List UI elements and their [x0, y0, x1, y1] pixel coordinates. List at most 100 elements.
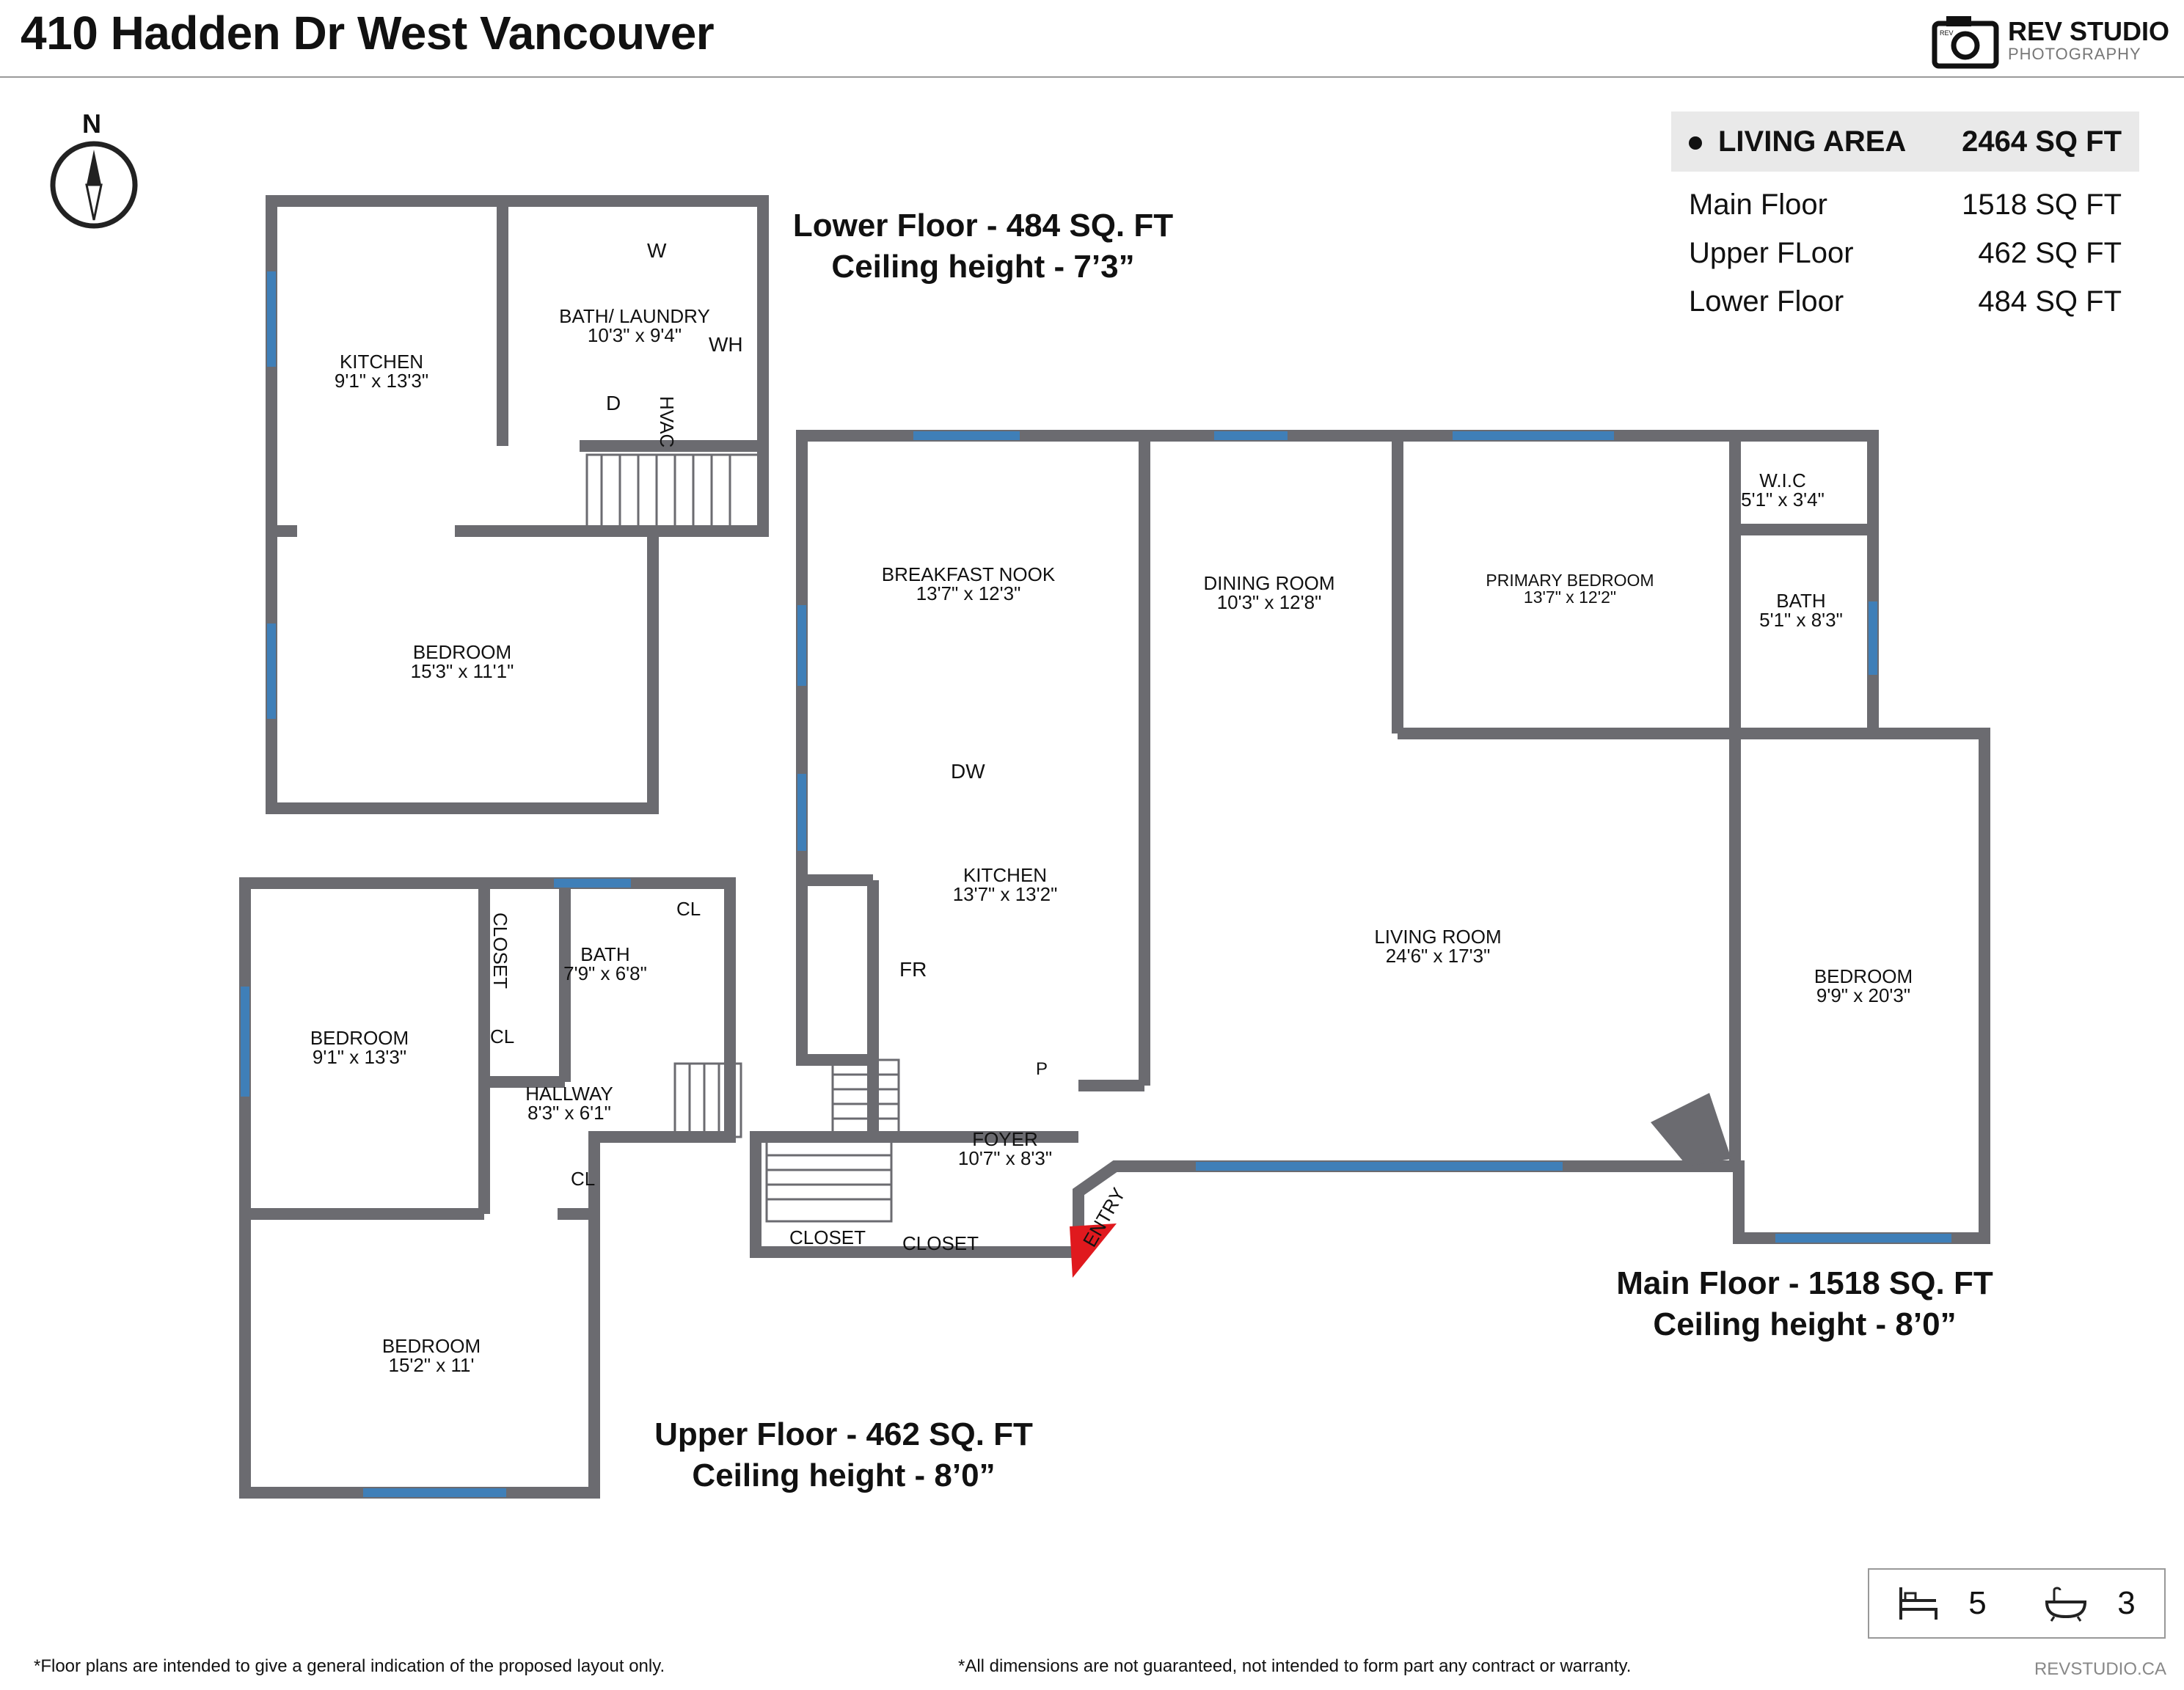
room-name: PRIMARY BEDROOM: [1486, 571, 1654, 590]
bathtub-icon: [2045, 1587, 2087, 1622]
bullet-icon: [1689, 136, 1702, 150]
room-name: BEDROOM: [381, 1335, 481, 1357]
header-divider: [0, 76, 2184, 78]
dryer-label: D: [606, 392, 621, 414]
room-name: DINING ROOM: [1203, 572, 1335, 594]
living-area-table: LIVING AREA 2464 SQ FT Main Floor 1518 SQ…: [1671, 111, 2139, 326]
upper-floor-ceiling: Ceiling height - 8’0”: [692, 1457, 996, 1493]
room-dim: 8'3" x 6'1": [527, 1102, 611, 1124]
brand-logo: REV REV STUDIO PHOTOGRAPHY: [1932, 12, 2169, 70]
closet-cl-label: CL: [490, 1025, 515, 1047]
bathroom-count: 3: [2044, 1584, 2136, 1623]
room-dim: 5'1" x 8'3": [1759, 609, 1843, 631]
bed-bath-summary: 5 3: [1868, 1568, 2166, 1639]
room-dim: 15'2" x 11': [388, 1354, 475, 1376]
page-title: 410 Hadden Dr West Vancouver: [21, 7, 715, 59]
room-name: FOYER: [972, 1128, 1038, 1150]
room-name: BEDROOM: [1814, 965, 1913, 987]
area-row-name: Upper FLoor: [1689, 236, 1854, 269]
room-dim: 13'7" x 12'2": [1523, 588, 1617, 607]
upper-closet-label: CLOSET: [489, 912, 511, 990]
upper-floor-area: Upper Floor - 462 SQ. FT: [654, 1416, 1033, 1452]
area-row: Upper FLoor 462 SQ FT: [1671, 229, 2139, 277]
disclaimer-left: *Floor plans are intended to give a gene…: [34, 1656, 665, 1676]
room-dim: 9'1" x 13'3": [312, 1046, 407, 1068]
brand-subtitle: PHOTOGRAPHY: [2007, 45, 2141, 63]
closet-cl-label: CL: [676, 898, 701, 920]
room-name: BREAKFAST NOOK: [881, 563, 1056, 585]
lower-floor-outline: [266, 195, 769, 814]
room-dim: 24'6" x 17'3": [1385, 945, 1491, 967]
room-name: KITCHEN: [963, 864, 1048, 886]
pantry-label: P: [1036, 1059, 1048, 1079]
room-dim: 13'7" x 13'2": [952, 883, 1058, 905]
living-area-label: LIVING AREA: [1718, 125, 1907, 158]
room-dim: 7'9" x 6'8": [563, 962, 647, 984]
area-row: Main Floor 1518 SQ FT: [1671, 180, 2139, 229]
room-name: HALLWAY: [525, 1083, 613, 1105]
room-dim: 10'7" x 8'3": [957, 1147, 1053, 1169]
fridge-label: FR: [899, 958, 927, 981]
room-name: BEDROOM: [310, 1027, 409, 1049]
area-row-value: 1518 SQ FT: [1962, 188, 2122, 221]
lower-floor-ceiling: Ceiling height - 7’3”: [831, 249, 1135, 285]
water-heater-label: WH: [709, 333, 743, 356]
room-dim: 10'3" x 12'8": [1216, 591, 1322, 613]
area-row-value: 462 SQ FT: [1978, 236, 2122, 269]
closet-cl-label: CL: [571, 1168, 596, 1190]
main-floor-area: Main Floor - 1518 SQ. FT: [1616, 1265, 1993, 1301]
room-name: LIVING ROOM: [1374, 926, 1502, 948]
room-name: W.I.C: [1759, 469, 1806, 491]
closet-label-2: CLOSET: [902, 1232, 979, 1254]
bedroom-count: 5: [1898, 1584, 1987, 1623]
room-name: BATH: [580, 943, 630, 965]
camera-icon: REV: [1932, 16, 1999, 69]
room-dim: 15'3" x 11'1": [410, 660, 514, 682]
room-name: BEDROOM: [412, 641, 512, 663]
upper-floor-label: Upper Floor - 462 SQ. FT Ceiling height …: [653, 1414, 1034, 1496]
room-name: BATH: [1776, 590, 1826, 612]
room-dim: 5'1" x 3'4": [1741, 489, 1825, 511]
room-name: BATH/ LAUNDRY: [559, 305, 710, 327]
stairs: [585, 453, 900, 1223]
washer-label: W: [647, 239, 667, 262]
website-link[interactable]: REVSTUDIO.CA: [2034, 1659, 2166, 1679]
room-dim: 9'9" x 20'3": [1816, 984, 1911, 1006]
hvac-label: HVAC: [656, 396, 678, 448]
entry-marker: [1070, 1223, 1117, 1278]
brand-name: REV STUDIO: [2007, 16, 2169, 46]
dishwasher-label: DW: [951, 760, 985, 783]
room-name: KITCHEN: [339, 351, 424, 373]
lower-floor-area: Lower Floor - 484 SQ. FT: [792, 208, 1174, 244]
area-row-value: 484 SQ FT: [1978, 285, 2122, 318]
closet-label: CLOSET: [789, 1226, 866, 1248]
living-area-total: 2464 SQ FT: [1962, 125, 2122, 158]
room-dim: 9'1" x 13'3": [334, 370, 429, 392]
room-dim: 13'7" x 12'3": [916, 582, 1021, 604]
lower-floor-label: Lower Floor - 484 SQ. FT Ceiling height …: [792, 205, 1174, 288]
area-row-name: Main Floor: [1689, 188, 1827, 221]
camera-badge: REV: [1940, 29, 1954, 37]
windows: [241, 271, 1951, 1497]
room-dim: 10'3" x 9'4": [587, 324, 682, 346]
compass-north-label: N: [82, 109, 101, 139]
main-floor-ceiling: Ceiling height - 8’0”: [1653, 1306, 1957, 1342]
upper-floor-outline: [239, 877, 736, 1499]
fireplace: [1651, 1093, 1731, 1166]
compass-icon: [50, 141, 138, 229]
